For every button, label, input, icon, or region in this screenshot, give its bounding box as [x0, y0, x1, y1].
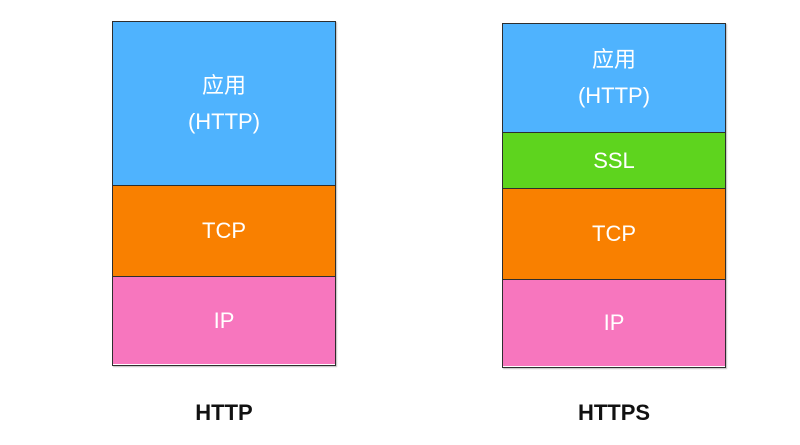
http-protocol-stack: 应用 (HTTP) TCP IP: [112, 21, 336, 366]
http-application-layer: 应用 (HTTP): [113, 22, 335, 185]
ip-layer-label: IP: [213, 307, 235, 333]
https-ssl-layer: SSL: [503, 132, 725, 188]
https-stack-caption: HTTPS: [577, 400, 651, 425]
https-protocol-stack: 应用 (HTTP) SSL TCP IP: [502, 23, 726, 368]
http-tcp-layer: TCP: [113, 185, 335, 276]
tcp-layer-label: TCP: [202, 218, 246, 243]
application-layer-protocol: (HTTP): [577, 83, 651, 108]
ip-layer-label: IP: [603, 310, 625, 335]
tcp-layer-label: TCP: [592, 221, 636, 246]
http-stack-caption: HTTP: [195, 400, 253, 425]
ssl-layer-label: SSL: [593, 147, 635, 173]
application-layer-title: 应用: [591, 47, 636, 72]
https-application-layer: 应用 (HTTP): [503, 24, 725, 132]
http-ip-layer: IP: [113, 276, 335, 364]
application-layer-title: 应用: [201, 72, 246, 98]
https-tcp-layer: TCP: [503, 188, 725, 279]
application-layer-protocol: (HTTP): [187, 108, 261, 134]
https-ip-layer: IP: [503, 279, 725, 366]
